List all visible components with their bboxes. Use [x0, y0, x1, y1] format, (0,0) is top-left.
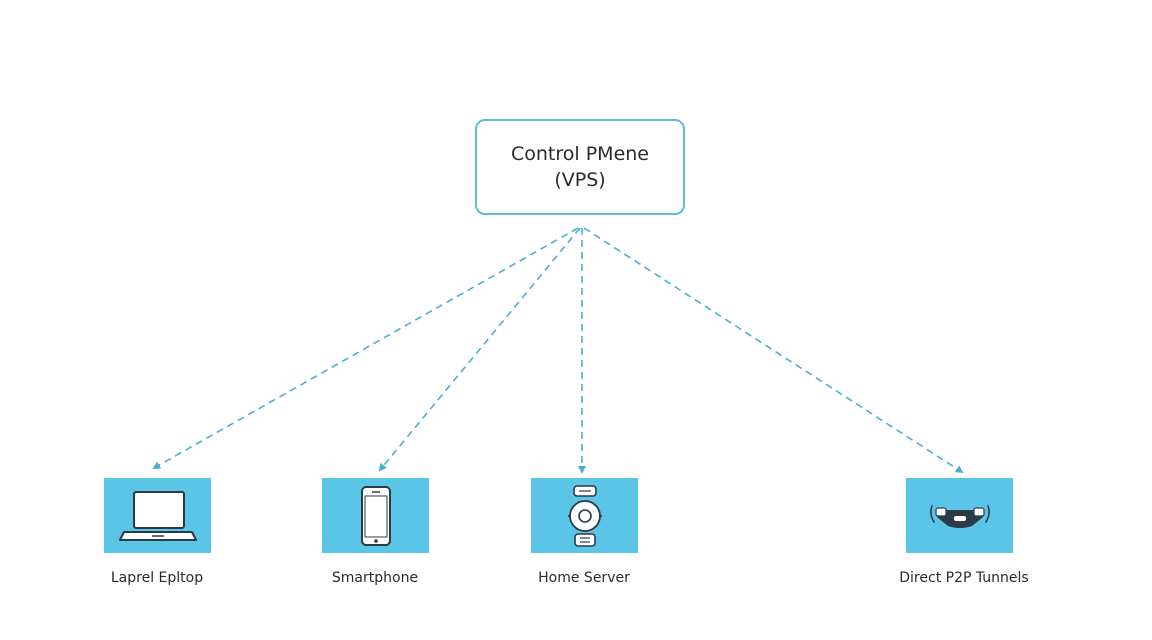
control-plane-subtitle: (VPS) — [554, 169, 606, 191]
device-tile-smartphone — [322, 478, 429, 553]
device-label-p2p-tunnels: Direct P2P Tunnels — [899, 570, 1029, 586]
device-tile-laptop — [104, 478, 211, 553]
home-server-icon — [567, 484, 602, 547]
device-label-laptop: Laprel Epltop — [110, 570, 204, 586]
device-tile-home-server — [531, 478, 638, 553]
control-plane-node: Control PMene (VPS) — [475, 119, 685, 215]
connector-line-laptop — [152, 227, 579, 469]
device-tile-p2p-tunnels — [906, 478, 1013, 553]
p2p-tunnel-icon — [929, 504, 990, 528]
smartphone-icon — [360, 485, 391, 546]
control-plane-title: Control PMene — [511, 143, 649, 165]
device-label-home-server: Home Server — [538, 570, 630, 586]
connector-line-smartphone — [378, 227, 581, 472]
device-label-smartphone: Smartphone — [331, 570, 419, 586]
connector-line-p2p-tunnels — [583, 227, 964, 474]
laptop-icon — [118, 490, 197, 541]
